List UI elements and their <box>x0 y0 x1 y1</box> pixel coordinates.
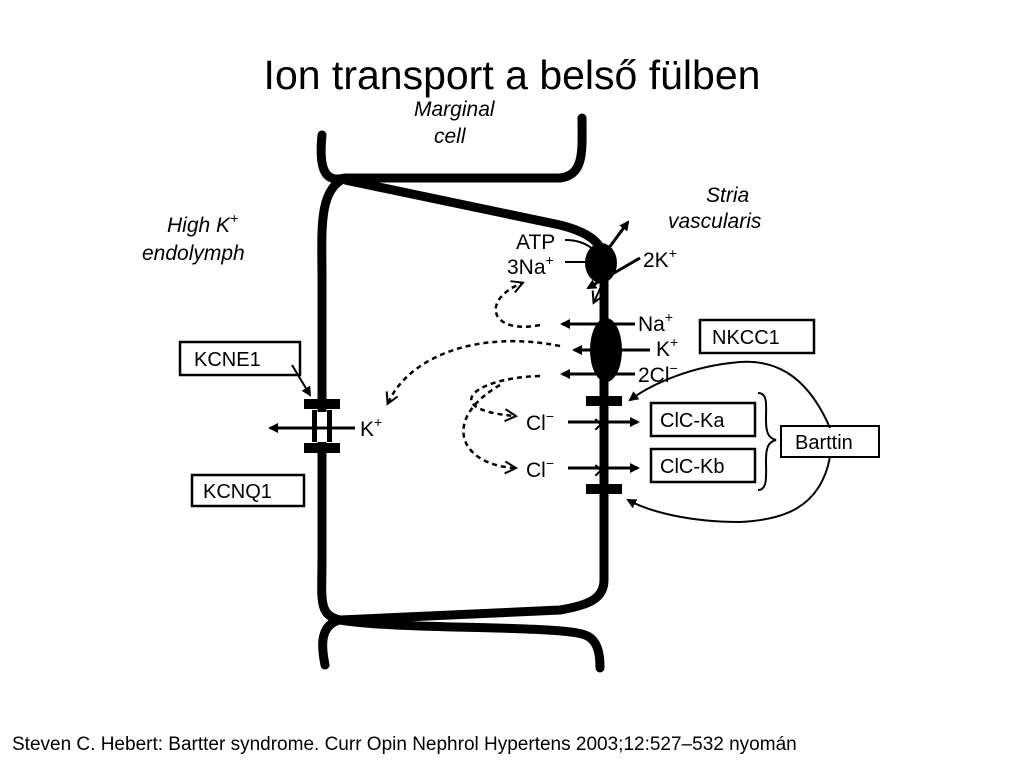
kcne1-pointer <box>291 364 312 397</box>
k-label-text: K <box>656 338 670 361</box>
kcne1-box-label: KCNE1 <box>194 349 261 371</box>
k2-label: 2K+ <box>643 245 677 272</box>
barttin-link-bottom <box>626 456 831 524</box>
left-apical-membrane <box>317 173 348 625</box>
endolymph-label-2: endolymph <box>142 242 245 265</box>
nkcc1-box-label: NKCC1 <box>712 327 780 349</box>
barttin-bar-bottom <box>586 484 622 494</box>
pump-arrow-2k <box>586 256 641 290</box>
page-title: Ion transport a belső fülben <box>263 52 761 98</box>
kcnq1-channel-right <box>327 410 332 442</box>
na-label-sup: + <box>665 309 673 325</box>
marginal-cell-label-2: cell <box>434 125 467 148</box>
na3-label: 3Na+ <box>507 252 554 279</box>
na3-label-text: 3Na <box>507 256 546 279</box>
endolymph-label-sup: + <box>230 210 238 226</box>
cl-a-label-sup: − <box>546 408 554 424</box>
marginal-cell-label: Marginal <box>414 98 496 121</box>
pump-arrow-up <box>598 220 630 261</box>
dashed-k-recycle-arrow <box>385 339 561 406</box>
kcnq1-box-label: KCNQ1 <box>203 481 272 503</box>
pump-curve <box>564 239 602 264</box>
kcnq1-channel-top <box>304 399 340 409</box>
k-left-label-sup: + <box>374 414 382 430</box>
dashed-na-recycle-arrow <box>494 280 541 328</box>
k2-label-text: 2K <box>643 249 669 272</box>
endolymph-label: High K+ <box>167 210 238 237</box>
k-left-label: K+ <box>360 414 382 441</box>
clc-ka-box-label: ClC-Ka <box>660 410 725 432</box>
top-cell-boundary <box>316 113 587 184</box>
atp-label: ATP <box>516 231 555 254</box>
clc-kb-box <box>649 447 757 484</box>
nkcc1-box <box>698 318 816 355</box>
clc-brace <box>757 392 777 491</box>
cl-a-label-text: Cl <box>526 412 546 435</box>
k2-label-sup: + <box>669 245 677 261</box>
cl-b-label-text: Cl <box>526 459 546 482</box>
kcne1-box <box>178 340 302 377</box>
cl-a-label: Cl− <box>526 408 554 435</box>
k-label: K+ <box>656 334 678 361</box>
dashed-cl-recycle-arrow <box>470 374 541 423</box>
k-label-sup: + <box>670 334 678 350</box>
na-label-text: Na <box>638 313 665 336</box>
pump-outflow-arrow <box>591 279 605 305</box>
top-right-membrane <box>344 175 609 555</box>
cl-b-label-sup: − <box>546 455 554 471</box>
na-label: Na+ <box>638 309 673 336</box>
clc-kb-box-label: ClC-Kb <box>660 456 724 478</box>
clc-ka-channel-mark: ✕ <box>592 414 610 437</box>
kcnq1-channel-bottom <box>304 443 340 453</box>
clc-kb-channel-mark: ✕ <box>592 460 610 483</box>
barttin-link-top <box>628 360 831 429</box>
dashed-cl-recycle-arrow-2 <box>462 383 519 475</box>
cl2-label-text: 2Cl <box>638 364 670 387</box>
stria-label: Stria <box>706 184 749 207</box>
endolymph-label-text: High K <box>167 214 231 237</box>
barttin-box-label: Barttin <box>795 432 853 454</box>
k-left-label-text: K <box>360 418 374 441</box>
clc-ka-box <box>649 401 757 438</box>
stria-label-2: vascularis <box>668 210 762 233</box>
kcnq1-channel-left <box>312 410 317 442</box>
cl2-label-sup: − <box>670 360 678 376</box>
citation-caption: Steven C. Hebert: Bartter syndrome. Curr… <box>12 734 797 755</box>
na3-label-sup: + <box>546 252 554 268</box>
bottom-cell-boundary <box>318 615 605 673</box>
cl-b-label: Cl− <box>526 455 554 482</box>
barttin-bar-top <box>586 396 622 406</box>
bottom-right-membrane <box>339 550 609 625</box>
kcnq1-box <box>190 473 306 508</box>
